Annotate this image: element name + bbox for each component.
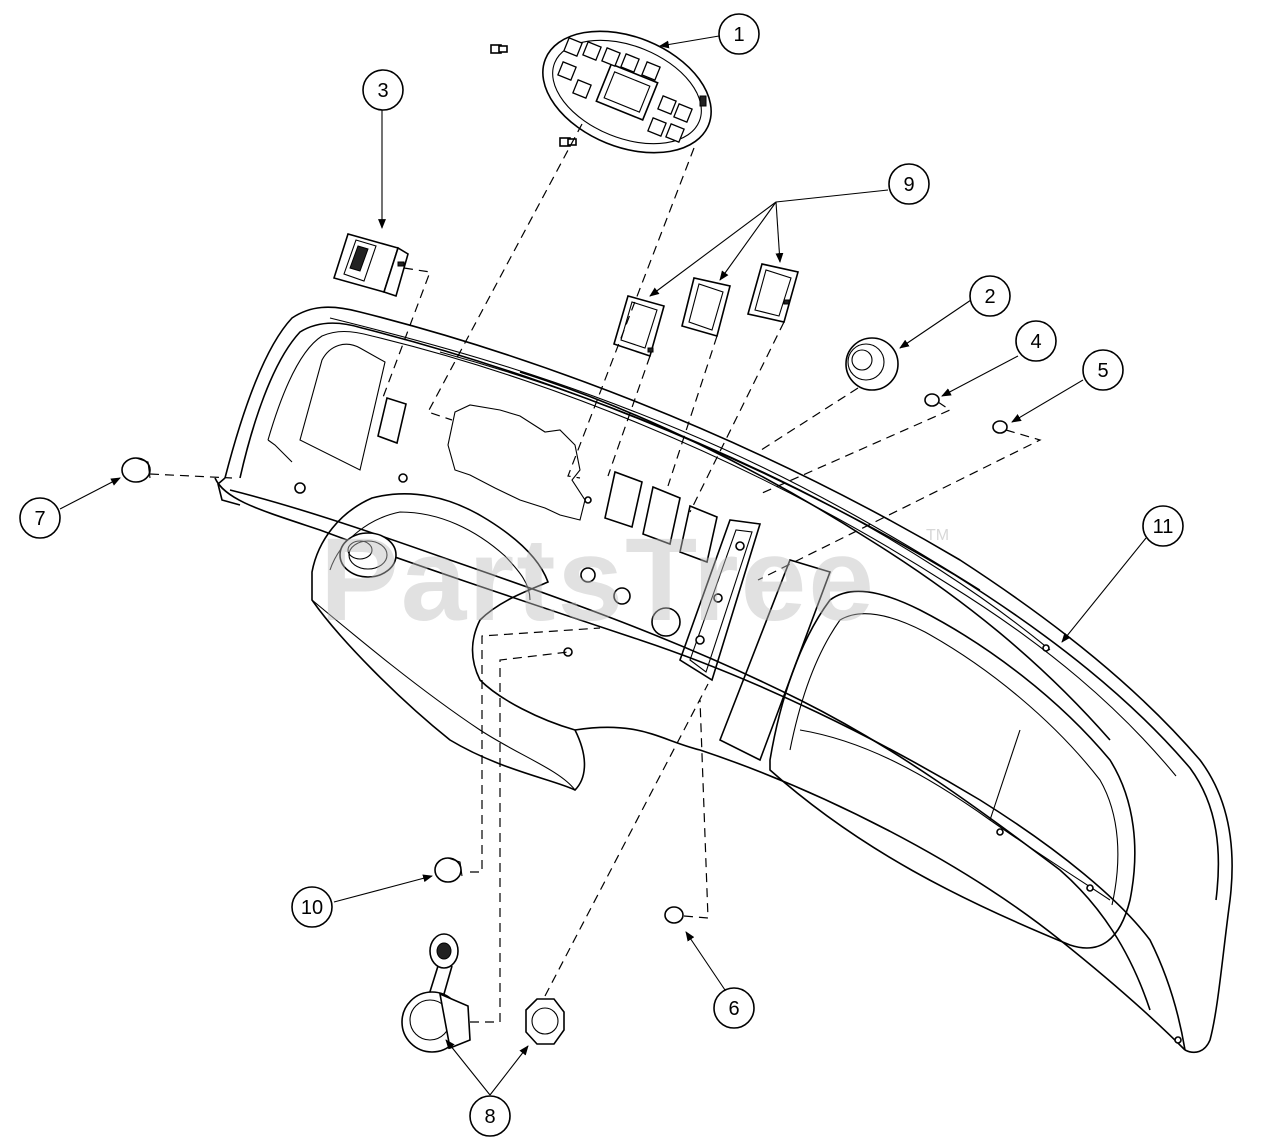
ignition-knob: [845, 337, 899, 391]
outlet-nut: [525, 998, 565, 1045]
switch-bezel-2: [681, 277, 731, 337]
plug-10: [434, 857, 463, 883]
rocker-switch: [332, 233, 409, 298]
dashboard-panel: [214, 306, 1233, 1054]
svg-text:9: 9: [903, 174, 914, 196]
callout-1: 1: [718, 13, 760, 55]
watermark-tm: TM: [926, 527, 949, 544]
svg-text:1: 1: [733, 24, 744, 46]
svg-text:6: 6: [728, 998, 739, 1020]
watermark: PartsTree: [320, 514, 876, 646]
instrument-cluster: [542, 30, 712, 154]
switch-bezel-3: [747, 263, 799, 323]
svg-text:5: 5: [1097, 360, 1108, 382]
callout-10: 10: [291, 886, 333, 928]
callout-4: 4: [1015, 320, 1057, 362]
svg-text:11: 11: [1153, 516, 1174, 538]
plug-small-5: [992, 420, 1008, 434]
callout-leaders: [59, 35, 1147, 1096]
plug-6: [664, 906, 684, 924]
svg-text:10: 10: [301, 897, 323, 919]
switch-bezel-1: [613, 295, 665, 358]
svg-text:3: 3: [377, 80, 388, 102]
callout-9: 9: [888, 163, 930, 205]
callout-3: 3: [362, 69, 404, 111]
screw-top-left: [490, 44, 508, 54]
svg-text:8: 8: [484, 1106, 495, 1128]
callout-2: 2: [969, 275, 1011, 317]
svg-text:2: 2: [984, 286, 995, 308]
svg-text:7: 7: [34, 508, 45, 530]
callout-6: 6: [713, 987, 755, 1029]
plug-7: [121, 457, 151, 483]
callout-11: 11: [1142, 505, 1184, 547]
assembly-lines: [149, 123, 1042, 1023]
callout-7: 7: [19, 497, 61, 539]
callout-8: 8: [469, 1095, 511, 1137]
svg-text:4: 4: [1030, 331, 1041, 353]
plug-small-4: [924, 393, 940, 407]
power-outlet: [401, 933, 471, 1053]
callout-5: 5: [1082, 349, 1124, 391]
